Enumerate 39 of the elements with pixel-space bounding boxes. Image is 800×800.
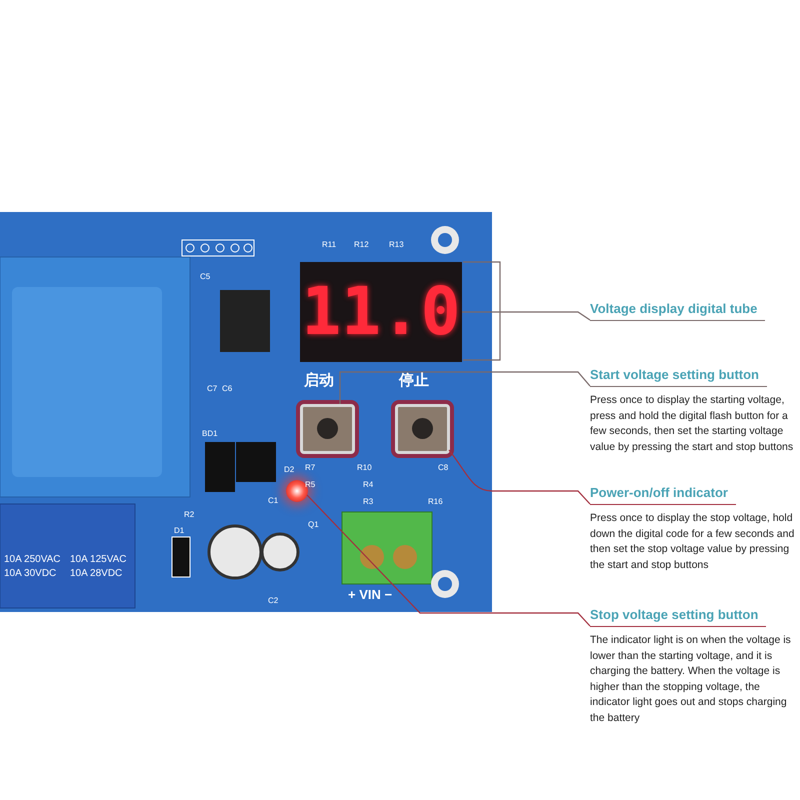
- component-label: R13: [389, 240, 404, 249]
- component-label: C2: [268, 596, 278, 605]
- callout-heading: Voltage display digital tube: [590, 301, 766, 321]
- component-label: R4: [363, 480, 374, 489]
- component-label: R5: [305, 480, 316, 489]
- leader-line: [462, 311, 590, 320]
- button-label: 停止: [399, 372, 429, 390]
- component-label: C8: [438, 463, 448, 472]
- button-label: 启动: [304, 372, 334, 390]
- component-label: D2: [284, 465, 294, 474]
- rating-text: 10A 250VAC: [4, 554, 61, 565]
- leader-line: [306, 494, 590, 626]
- component-label: R2: [184, 510, 194, 519]
- rating-text: 10A 28VDC: [70, 568, 122, 579]
- component-label: C6: [222, 384, 232, 393]
- component-label: R7: [305, 463, 316, 472]
- rating-text: 10A 125VAC: [70, 554, 127, 565]
- component-label: R11: [322, 240, 336, 249]
- digital-display: 11.0: [300, 262, 462, 362]
- leader-line: [448, 450, 590, 504]
- callout-text: The indicator light is on when the voltage is lower than the starting voltage, and it is charging the battery. When the voltage is higher than the stopping voltage, the indicator light goes out and stops charging the battery: [590, 633, 792, 726]
- component-label: R10: [357, 463, 372, 472]
- component-label: C5: [200, 272, 210, 281]
- component-label: BD1: [202, 429, 218, 438]
- callout-text: Press once to display the starting voltage, press and hold the digital flash button for a few seconds, then set the starting voltage value by pressing the start and stop buttons: [590, 393, 794, 454]
- terminal-label: + VIN −: [348, 588, 392, 602]
- component-label: D1: [174, 526, 184, 535]
- callout-heading: Start voltage setting button: [590, 367, 767, 387]
- component-label: Q1: [308, 520, 319, 529]
- callout-heading: Stop voltage setting button: [590, 607, 766, 627]
- component-label: R3: [363, 497, 374, 506]
- component-label: R12: [354, 240, 369, 249]
- callout-heading: Power-on/off indicator: [590, 485, 736, 505]
- component-label: R16: [428, 497, 443, 506]
- callout-text: Press once to display the stop voltage, hold down the digital code for a few seconds and then set the stop voltage value by pressing the start and stop buttons: [590, 511, 795, 572]
- component-label: C7: [207, 384, 218, 393]
- component-label: C1: [268, 496, 278, 505]
- leader-line: [339, 371, 590, 404]
- rating-text: 10A 30VDC: [4, 568, 56, 579]
